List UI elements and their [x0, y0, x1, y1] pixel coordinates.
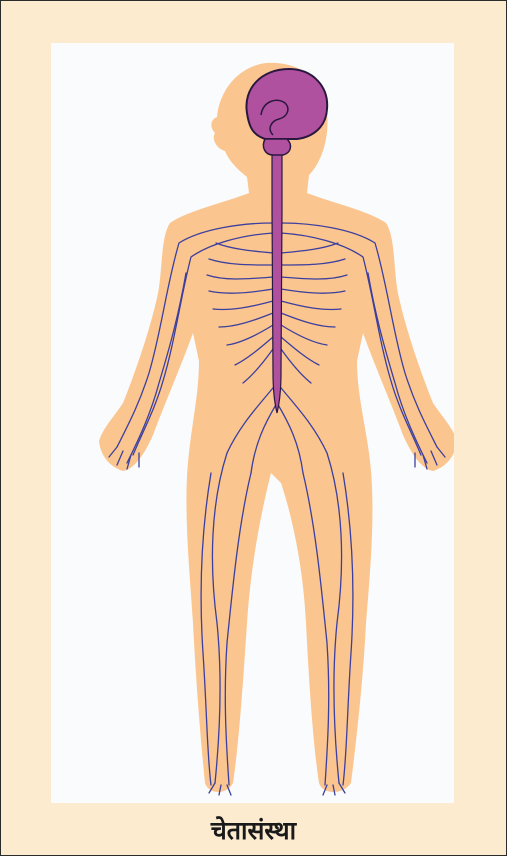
illustration-panel: [51, 43, 454, 803]
nervous-system-illustration: [51, 43, 454, 803]
spinal-cord: [272, 147, 282, 413]
figure-caption: चेतासंस्था: [1, 813, 506, 847]
